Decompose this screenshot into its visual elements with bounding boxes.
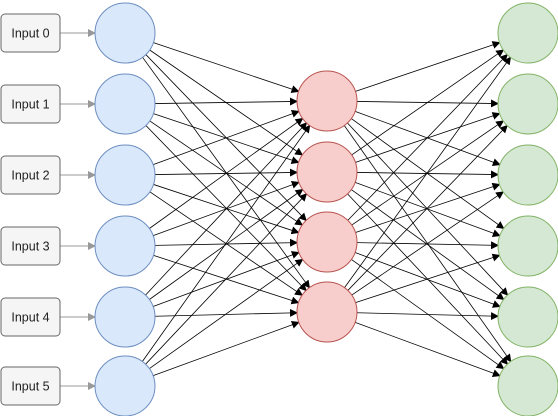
output-neuron-4	[497, 286, 558, 348]
connection-l2-2-5	[351, 259, 505, 370]
input-label-text: Input 0	[11, 27, 49, 41]
input-label-text: Input 4	[11, 311, 49, 325]
input-label-1: Input 1	[0, 84, 61, 124]
input-arrows	[60, 29, 96, 390]
input-label-2: Input 2	[0, 155, 61, 195]
connection-l2-1-3	[355, 181, 501, 237]
connection-l1-4-1	[149, 188, 304, 300]
input-label-box	[0, 84, 61, 124]
connection-l2-3-3	[355, 253, 501, 304]
connection-l1-0-3	[142, 57, 310, 289]
output-neuron-0	[497, 2, 558, 64]
connections	[142, 41, 512, 377]
input-neuron-3	[94, 215, 156, 277]
input-neuron-5	[94, 355, 156, 416]
connection-l1-1-0	[154, 97, 298, 106]
connection-l2-3-5	[355, 321, 501, 377]
connection-l2-2-4	[354, 252, 501, 308]
connection-l2-1-4	[351, 189, 505, 301]
output-neuron-2	[497, 144, 558, 206]
connection-l2-1-0	[351, 49, 505, 156]
nodes	[94, 2, 558, 416]
input-label-4: Input 4	[0, 297, 61, 337]
input-neuron-4	[94, 286, 156, 348]
output-neuron-5	[497, 355, 558, 416]
input-label-text: Input 2	[11, 169, 49, 183]
hidden-neuron-3	[296, 281, 358, 343]
connection-l2-2-3	[356, 241, 500, 250]
input-label-box	[0, 155, 61, 195]
hidden-neuron-0	[296, 70, 358, 132]
connection-l1-5-3	[153, 320, 300, 377]
connection-l1-1-3	[145, 125, 307, 292]
input-label-text: Input 1	[11, 98, 49, 112]
input-label-box	[0, 366, 61, 406]
hidden-neuron-2	[296, 211, 358, 273]
input-neuron-2	[94, 144, 156, 206]
connection-l2-0-0	[355, 41, 501, 92]
input-label-text: Input 5	[11, 380, 49, 394]
connection-l2-3-1	[347, 124, 508, 291]
hidden-neuron-1	[296, 141, 358, 203]
connection-l1-5-0	[142, 124, 311, 362]
connection-l2-3-0	[344, 56, 512, 288]
connection-l2-2-0	[347, 53, 508, 221]
connection-l1-0-2	[145, 54, 307, 222]
connection-l1-4-0	[145, 122, 308, 296]
connection-l2-1-2	[356, 170, 499, 179]
input-label-box	[0, 226, 61, 266]
connection-l2-3-2	[351, 191, 505, 296]
connection-l1-4-3	[154, 308, 299, 317]
input-label-text: Input 3	[11, 240, 49, 254]
input-neuron-1	[94, 73, 156, 135]
input-label-3: Input 3	[0, 226, 61, 266]
output-neuron-3	[497, 215, 558, 277]
connection-l1-5-1	[145, 193, 308, 365]
connection-l1-5-2	[149, 258, 304, 369]
connection-l1-0-0	[153, 42, 300, 93]
input-label-box	[0, 13, 61, 53]
connection-l2-3-4	[356, 312, 500, 321]
input-label-0: Input 0	[0, 13, 61, 53]
input-label-box	[0, 297, 61, 337]
connection-l1-3-0	[149, 117, 304, 229]
output-neuron-1	[497, 73, 558, 135]
input-neuron-0	[94, 2, 156, 64]
input-label-5: Input 5	[0, 366, 61, 406]
connection-l1-2-0	[153, 109, 300, 166]
input-labels: Input 0 Input 1 Input 2 Input 3 Input 4 Input…	[0, 13, 61, 406]
